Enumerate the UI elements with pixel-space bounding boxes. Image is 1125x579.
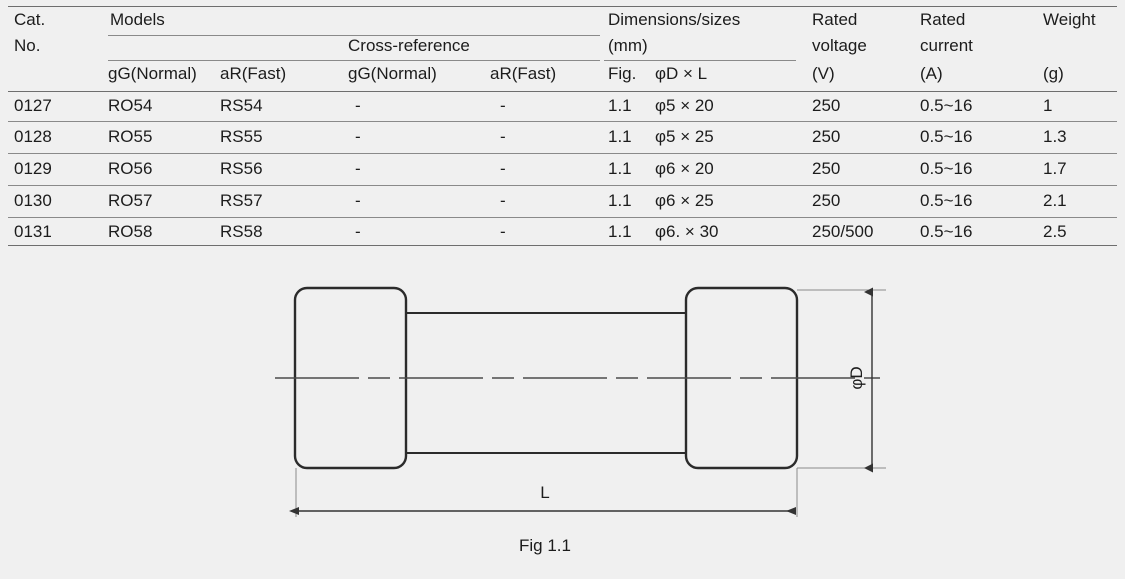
fuse-dimension-diagram: L bbox=[0, 255, 1125, 579]
table-row: - bbox=[500, 222, 506, 241]
table-row: 0129 bbox=[14, 159, 52, 178]
header-weight-line1: Weight bbox=[1043, 10, 1096, 29]
table-row: 250 bbox=[812, 127, 841, 146]
table-row: - bbox=[500, 191, 506, 210]
header-sub-cross-gg: gG(Normal) bbox=[348, 64, 437, 83]
table-row: 0131 bbox=[14, 222, 52, 241]
table-row: - bbox=[355, 127, 361, 146]
header-cat-no-line2: No. bbox=[14, 36, 41, 55]
table-row: 250 bbox=[812, 96, 841, 115]
table-row: - bbox=[500, 159, 506, 178]
table-row: RS56 bbox=[220, 159, 263, 178]
table-row: φ5 × 25 bbox=[655, 127, 714, 146]
header-sub-models-ar: aR(Fast) bbox=[220, 64, 287, 83]
row-rule-2 bbox=[8, 153, 1117, 154]
table-bottom-border bbox=[8, 245, 1117, 246]
table-row: 250 bbox=[812, 191, 841, 210]
row-rule-1 bbox=[8, 121, 1117, 122]
table-row: RO58 bbox=[108, 222, 153, 241]
table-row: RS58 bbox=[220, 222, 263, 241]
table-row: 0.5~16 bbox=[920, 191, 973, 210]
table-row: 1.1 bbox=[608, 191, 632, 210]
header-rated-voltage-line2: voltage bbox=[812, 36, 867, 55]
header-rated-current-unit: (A) bbox=[920, 64, 943, 83]
header-sub-cross-ar: aR(Fast) bbox=[490, 64, 557, 83]
table-row: RO54 bbox=[108, 96, 153, 115]
table-row: 1 bbox=[1043, 96, 1053, 115]
table-row: RO55 bbox=[108, 127, 153, 146]
table-row: 1.1 bbox=[608, 159, 632, 178]
table-row: 0.5~16 bbox=[920, 222, 973, 241]
header-bottom-rule bbox=[8, 91, 1117, 92]
table-row: 0128 bbox=[14, 127, 52, 146]
table-top-border bbox=[8, 6, 1117, 7]
table-row: RS55 bbox=[220, 127, 263, 146]
header-sub-fig: Fig. bbox=[608, 64, 637, 83]
header-group-dimensions-line2: (mm) bbox=[608, 36, 648, 55]
dimensions-group-rule bbox=[604, 60, 796, 61]
table-row: 2.5 bbox=[1043, 222, 1067, 241]
table-row: 1.1 bbox=[608, 127, 632, 146]
diameter-dimension-label: φD bbox=[847, 366, 866, 390]
table-row: 0.5~16 bbox=[920, 159, 973, 178]
table-row: 1.1 bbox=[608, 96, 632, 115]
table-row: 1.1 bbox=[608, 222, 632, 241]
table-row: - bbox=[355, 159, 361, 178]
table-row: - bbox=[355, 191, 361, 210]
header-sub-diameter-length: φD × L bbox=[655, 64, 708, 83]
header-weight-unit: (g) bbox=[1043, 64, 1064, 83]
header-rated-voltage-unit: (V) bbox=[812, 64, 835, 83]
table-row: - bbox=[500, 96, 506, 115]
table-row: 1.3 bbox=[1043, 127, 1067, 146]
figure-caption: Fig 1.1 bbox=[519, 536, 571, 555]
header-group-models: Models bbox=[110, 10, 165, 29]
table-row: 250 bbox=[812, 159, 841, 178]
header-rated-current-line1: Rated bbox=[920, 10, 966, 29]
table-row: φ6 × 20 bbox=[655, 159, 714, 178]
header-rated-voltage-line1: Rated bbox=[812, 10, 858, 29]
table-row: 0.5~16 bbox=[920, 96, 973, 115]
table-row: φ6 × 25 bbox=[655, 191, 714, 210]
cross-reference-rule bbox=[108, 60, 600, 61]
table-row: 0130 bbox=[14, 191, 52, 210]
table-row: - bbox=[500, 127, 506, 146]
table-row: RS57 bbox=[220, 191, 263, 210]
header-group-dimensions-line1: Dimensions/sizes bbox=[608, 10, 741, 29]
table-row: RO57 bbox=[108, 191, 153, 210]
fuse-body-rect bbox=[405, 312, 687, 454]
header-group-cross-reference: Cross-reference bbox=[348, 36, 470, 55]
table-row: φ5 × 20 bbox=[655, 96, 714, 115]
row-rule-3 bbox=[8, 185, 1117, 186]
header-cat-no-line1: Cat. bbox=[14, 10, 46, 29]
header-sub-models-gg: gG(Normal) bbox=[108, 64, 197, 83]
table-row: - bbox=[355, 222, 361, 241]
table-row: 2.1 bbox=[1043, 191, 1067, 210]
row-rule-4 bbox=[8, 217, 1117, 218]
header-rated-current-line2: current bbox=[920, 36, 973, 55]
table-row: - bbox=[355, 96, 361, 115]
table-row: 0.5~16 bbox=[920, 127, 973, 146]
table-row: φ6. × 30 bbox=[655, 222, 719, 241]
models-group-rule bbox=[108, 35, 600, 36]
length-dimension-label: L bbox=[540, 483, 550, 502]
table-row: RO56 bbox=[108, 159, 153, 178]
table-row: 0127 bbox=[14, 96, 52, 115]
table-row: RS54 bbox=[220, 96, 263, 115]
table-row: 1.7 bbox=[1043, 159, 1067, 178]
table-row: 250/500 bbox=[812, 222, 874, 241]
